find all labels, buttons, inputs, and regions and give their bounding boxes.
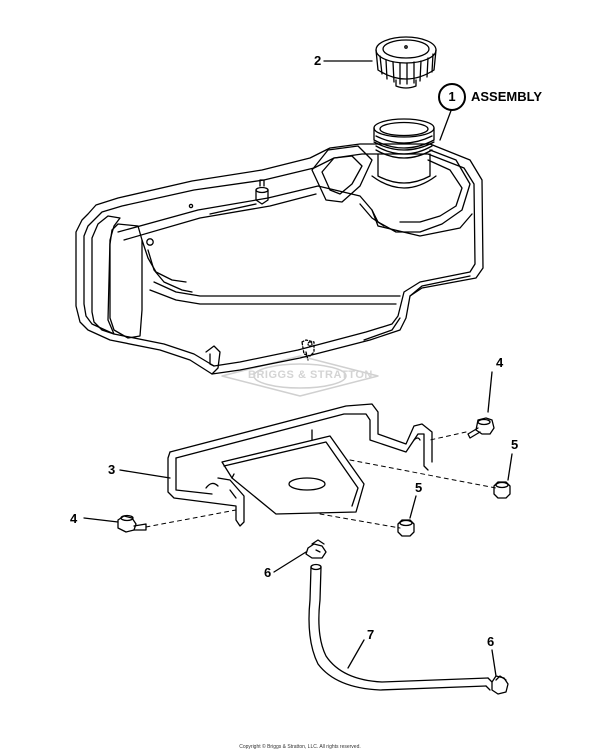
- leader-lines: [83, 60, 513, 677]
- callout-6-top: 6: [264, 565, 272, 580]
- filler-neck: [371, 118, 437, 189]
- callout-2: 2: [314, 53, 322, 68]
- alignment-lines: [145, 431, 497, 529]
- callout-3: 3: [108, 462, 116, 477]
- callout-7: 7: [367, 627, 375, 642]
- callout-1: 1: [438, 83, 466, 111]
- callout-5-right: 5: [511, 437, 519, 452]
- hose-clamp-top: [305, 539, 327, 559]
- callout-assembly-label: ASSEMBLY: [471, 89, 543, 104]
- fuel-tank: [75, 143, 484, 375]
- callout-4-left: 4: [70, 511, 78, 526]
- copyright-notice: Copyright © Briggs & Stratton, LLC. All …: [239, 744, 361, 750]
- nut-right: [493, 481, 511, 499]
- hose-clamp-bottom: [491, 675, 509, 695]
- shoulder-bolt-right: [467, 417, 495, 439]
- mounting-bracket: [167, 403, 433, 527]
- callout-4-right: 4: [496, 355, 504, 370]
- watermark-text: BRIGGS & STRATTON: [248, 369, 373, 381]
- shoulder-bolt-left: [117, 514, 147, 533]
- callout-6-bottom: 6: [487, 634, 495, 649]
- nut-center: [397, 519, 415, 537]
- fuel-cap: [375, 36, 437, 89]
- fuel-line: [308, 563, 493, 691]
- callout-5-center: 5: [415, 480, 423, 495]
